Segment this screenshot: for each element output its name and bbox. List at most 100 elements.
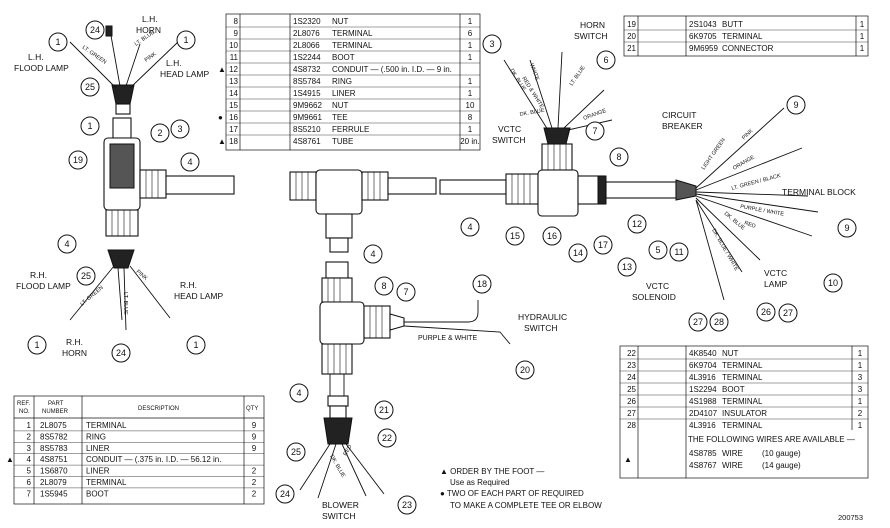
svg-text:4: 4 xyxy=(467,222,472,232)
row-part: 1S5945 xyxy=(40,489,68,498)
callout: 11 xyxy=(669,242,689,262)
row-qty: 9 xyxy=(252,421,257,430)
svg-text:18: 18 xyxy=(477,279,487,289)
row-desc: NUT xyxy=(722,349,739,358)
row-ref: 22 xyxy=(627,349,636,358)
wire-label: LIGHT GREEN xyxy=(701,137,727,171)
svg-text:25: 25 xyxy=(85,82,95,92)
row-qty: 10 xyxy=(466,101,475,110)
row-desc: LINER xyxy=(86,467,110,476)
svg-text:24: 24 xyxy=(116,348,126,358)
top-wires xyxy=(69,29,179,89)
callout: 5 xyxy=(648,240,668,260)
label-rh-horn: R.H.HORN xyxy=(62,337,87,358)
row-desc: TERMINAL xyxy=(722,32,763,41)
callout: 7 xyxy=(585,121,605,141)
row-desc: TERMINAL xyxy=(332,41,373,50)
right-ferrule xyxy=(597,175,607,205)
row-part: 4S1988 xyxy=(689,397,717,406)
svg-text:9: 9 xyxy=(844,223,849,233)
wire-label: LT. BLUE xyxy=(569,65,587,87)
svg-text:1: 1 xyxy=(55,37,60,47)
row-desc: RING xyxy=(332,77,352,86)
row-desc: NUT xyxy=(332,101,349,110)
row-ref: 27 xyxy=(627,409,636,418)
callout: 17 xyxy=(593,235,613,255)
svg-text:6: 6 xyxy=(603,55,608,65)
row-ref: 14 xyxy=(229,89,238,98)
row-qty: 1 xyxy=(468,53,473,62)
hydraulic-wire xyxy=(403,300,511,345)
legend-line-2: Use as Required xyxy=(450,478,510,487)
callout: 10 xyxy=(823,273,843,293)
row-part: 2D4107 xyxy=(689,409,718,418)
svg-text:3: 3 xyxy=(177,124,182,134)
callout: 28 xyxy=(709,312,729,332)
middle-tee xyxy=(289,169,437,253)
callout: 24 xyxy=(111,343,131,363)
wire-label: LT. GREEN / BLACK xyxy=(731,173,782,192)
svg-text:1: 1 xyxy=(34,340,39,350)
row-ref: 20 xyxy=(627,32,636,41)
row-ref: 18 xyxy=(229,137,238,146)
row-desc: TERMINAL xyxy=(722,373,763,382)
row-part: 8S5784 xyxy=(293,77,321,86)
row-part: 8S5210 xyxy=(293,125,321,134)
svg-text:25: 25 xyxy=(81,271,91,281)
callout: 25 xyxy=(286,442,306,462)
row-ref: 7 xyxy=(27,489,32,498)
callout: 23 xyxy=(397,495,417,515)
row-ref: 17 xyxy=(229,125,238,134)
wire-label: WHITE xyxy=(528,63,540,82)
wire-part: 4S8785 xyxy=(689,449,717,458)
conduit-12 xyxy=(605,181,677,199)
terminal-top xyxy=(115,103,131,115)
row-desc: CONDUIT — (.500 in. I.D. — 9 in. xyxy=(332,65,452,74)
vctc-switch-body xyxy=(543,127,571,145)
callout: 4 xyxy=(57,234,77,254)
svg-text:27: 27 xyxy=(783,308,793,318)
row-ref: 6 xyxy=(27,478,32,487)
row-part: 6K9705 xyxy=(689,32,717,41)
row-qty: 1 xyxy=(468,41,473,50)
label-rh-head-lamp: R.H.HEAD LAMP xyxy=(174,280,223,301)
wire-label: DK. BLUE xyxy=(328,454,346,479)
callout: 27 xyxy=(688,312,708,332)
svg-text:7: 7 xyxy=(403,287,408,297)
wire-label: RED xyxy=(343,444,354,457)
label-lh-head-lamp: L.H.HEAD LAMP xyxy=(160,58,209,79)
row-ref: 21 xyxy=(627,44,636,53)
row-qty: 1 xyxy=(858,421,863,430)
label-lh-horn: L.H.HORN xyxy=(136,14,161,35)
header-qty: QTY xyxy=(246,406,258,412)
row-qty: 2 xyxy=(252,489,257,498)
row-desc: TEE xyxy=(332,113,348,122)
row-qty: 2 xyxy=(252,478,257,487)
svg-text:24: 24 xyxy=(90,25,100,35)
svg-text:8: 8 xyxy=(381,281,386,291)
callout: 9 xyxy=(837,218,857,238)
row-part: 9M6959 xyxy=(689,44,718,53)
callout: 4 xyxy=(363,244,383,264)
row-qty: 9 xyxy=(252,444,257,453)
row-part: 1S4915 xyxy=(293,89,321,98)
wire-label: LT. GREEN xyxy=(81,45,107,66)
callout: 2 xyxy=(150,123,170,143)
svg-text:21: 21 xyxy=(379,405,389,415)
row-qty: 3 xyxy=(858,373,863,382)
callout: 27 xyxy=(778,303,798,323)
svg-text:8: 8 xyxy=(616,152,621,162)
callout: 3 xyxy=(170,119,190,139)
row-qty: 1 xyxy=(860,44,865,53)
right-nut-up xyxy=(541,143,573,171)
row-ref: 25 xyxy=(627,385,636,394)
svg-text:4: 4 xyxy=(64,239,69,249)
callout: 1 xyxy=(176,30,196,50)
mid-tee-body xyxy=(315,169,363,215)
wire-label: DK. BLUE xyxy=(723,211,746,232)
